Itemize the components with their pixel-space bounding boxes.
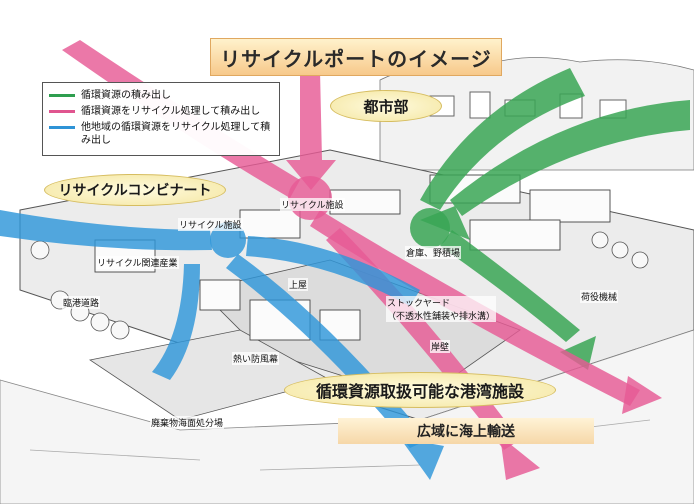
- legend-item-green: 循環資源の積み出し: [49, 89, 271, 102]
- legend: 循環資源の積み出し 循環資源をリサイクル処理して積み出し 他地域の循環資源をリサ…: [42, 82, 280, 156]
- legend-label: 他地域の循環資源をリサイクル処理して積み出し: [81, 122, 271, 146]
- legend-label: 循環資源の積み出し: [81, 90, 171, 101]
- label-storage: 倉庫、野積場: [405, 246, 462, 259]
- label-recycle-facility-2: リサイクル施設: [280, 198, 345, 211]
- label-hot-steel: 熱い防風幕: [232, 352, 280, 365]
- label-road: 臨港道路: [62, 296, 101, 309]
- label-landfill: 廃棄物海面処分場: [150, 416, 225, 429]
- label-industrial: リサイクル関連産業: [96, 256, 179, 269]
- legend-item-blue: 他地域の循環資源をリサイクル処理して積み出し: [49, 121, 271, 147]
- label-stockyard: ストックヤード （不透水性舗装や排水溝）: [386, 296, 497, 322]
- legend-label: 循環資源をリサイクル処理して積み出し: [81, 106, 261, 117]
- label-wharf: 岸壁: [430, 340, 451, 353]
- label-shed: 上屋: [288, 278, 309, 291]
- legend-swatch-blue: [49, 126, 75, 129]
- bottom-caption: 広域に海上輸送: [338, 418, 594, 444]
- legend-item-pink: 循環資源をリサイクル処理して積み出し: [49, 105, 271, 118]
- legend-swatch-green: [49, 94, 75, 97]
- city-oval: 都市部: [330, 90, 442, 122]
- combinat-oval: リサイクルコンビナート: [44, 174, 226, 206]
- green-flow-arrows: [410, 68, 690, 370]
- label-recycle-facility-1: リサイクル施設: [178, 218, 243, 231]
- label-cargo: 荷役機械: [580, 290, 619, 303]
- legend-swatch-pink: [49, 110, 75, 113]
- page-title: リサイクルポートのイメージ: [210, 38, 502, 76]
- port-oval: 循環資源取扱可能な港湾施設: [284, 372, 556, 408]
